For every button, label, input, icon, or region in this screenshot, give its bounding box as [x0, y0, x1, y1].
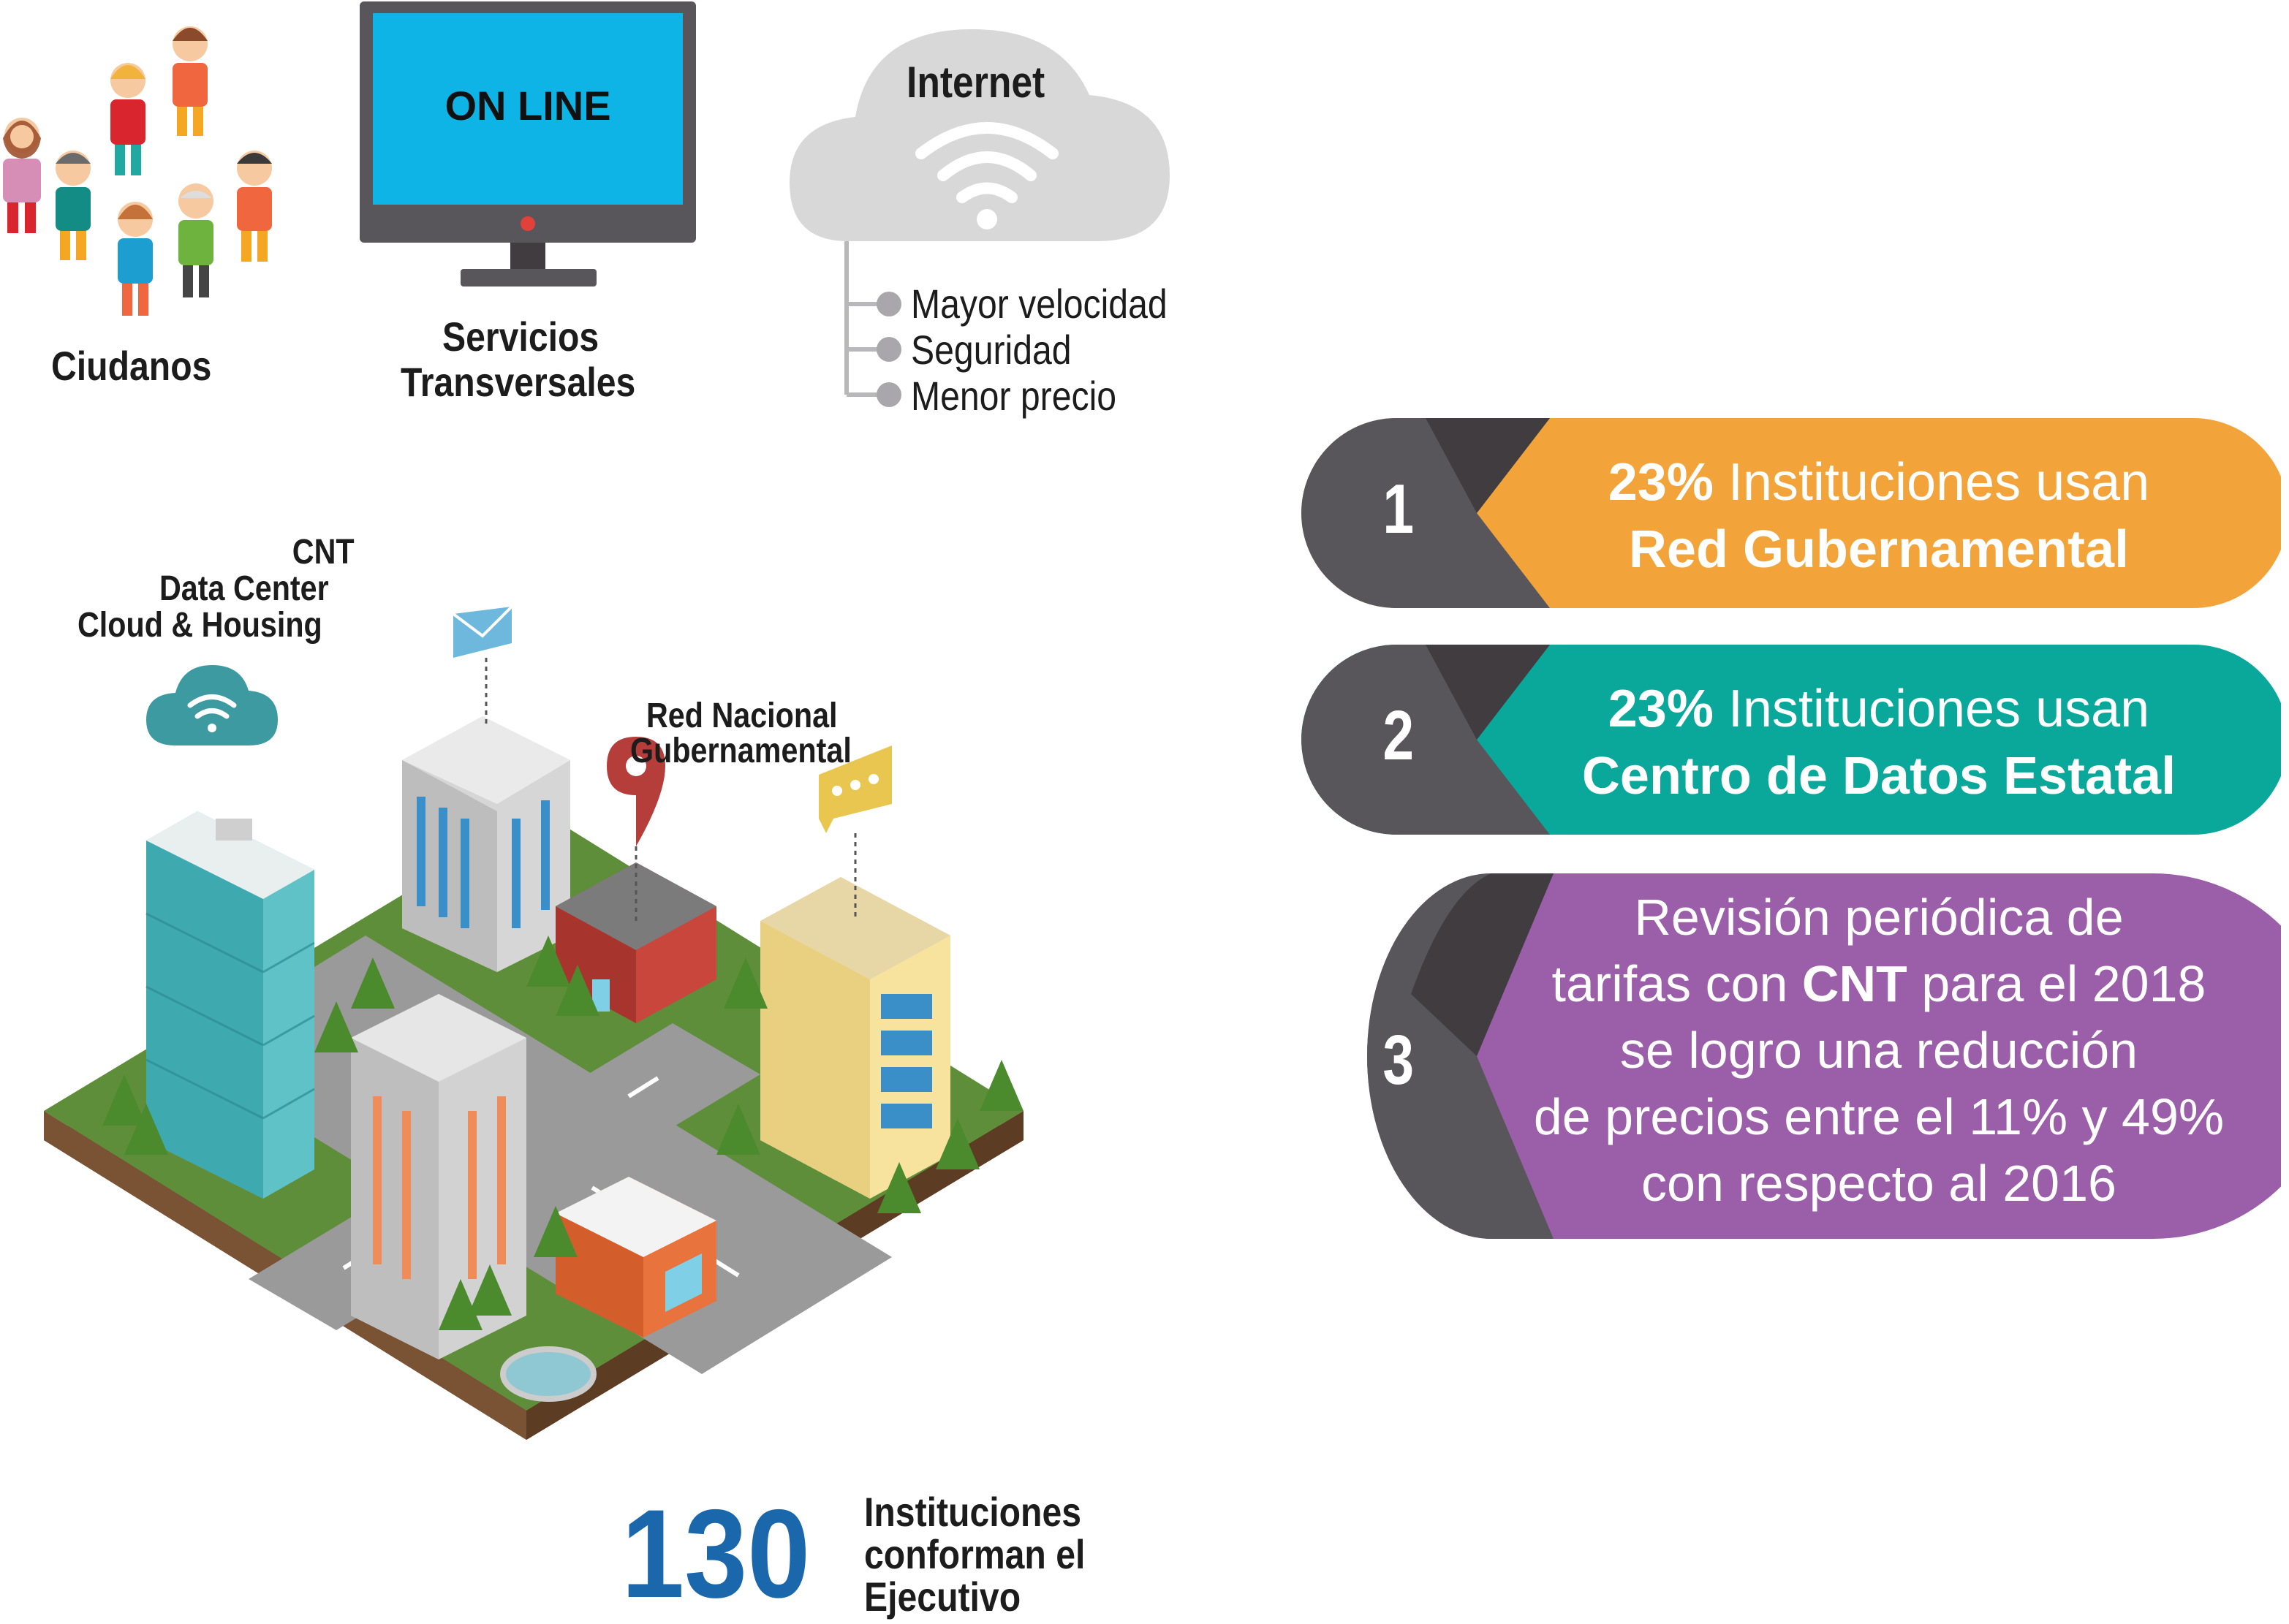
- stat-2-bold-line: Centro de Datos Estatal: [1581, 747, 2176, 805]
- internet-feature-speed: Mayor velocidad: [911, 281, 1168, 327]
- stat-pill-3: [1367, 873, 2281, 1239]
- institutions-caption-line3: Ejecutivo: [864, 1574, 1021, 1620]
- stat-1-percent: 23%: [1608, 453, 1714, 512]
- stat-1-text: 23% Instituciones usan Red Gubernamental: [1535, 449, 2222, 583]
- stat-1-label: Instituciones usan: [1728, 453, 2150, 512]
- person-figure: [110, 63, 145, 175]
- chat-bubble-icon: [819, 745, 892, 921]
- network-label-line1: Red Nacional: [646, 697, 838, 735]
- orange-house: [556, 1177, 716, 1337]
- person-figure: [237, 151, 272, 262]
- stat-3-line2a: tarifas con: [1551, 955, 1788, 1012]
- person-figure: [56, 151, 91, 260]
- stat-3-text: Revisión periódica de tarifas con CNT pa…: [1521, 884, 2237, 1217]
- yellow-building: [760, 877, 950, 1199]
- stat-number-2: 2: [1382, 697, 1415, 775]
- stats-pills-graphic: [1301, 418, 2281, 1239]
- person-figure: [178, 183, 213, 297]
- person-figure: [118, 202, 153, 316]
- services-label-line2: Transversales: [401, 359, 636, 405]
- internet-cloud-icon: [790, 29, 1170, 407]
- datacenter-label-line2: Data Center: [159, 569, 329, 608]
- person-figure: [173, 26, 208, 136]
- monitor-icon: [360, 1, 696, 287]
- mail-icon: [452, 605, 513, 724]
- datacenter-building: [145, 753, 315, 1199]
- stat-2-label: Instituciones usan: [1728, 680, 2150, 738]
- internet-feature-price: Menor precio: [911, 373, 1117, 419]
- citizens-label: Ciudanos: [51, 343, 212, 389]
- datacenter-label-line1: CNT: [292, 533, 355, 572]
- stat-number-3: 3: [1382, 1021, 1415, 1099]
- institutions-count: 130: [621, 1484, 811, 1624]
- stat-3-line3: se logro una reducción: [1619, 1022, 2138, 1079]
- location-pin-icon: [607, 737, 665, 921]
- monitor-screen-text: ON LINE: [444, 83, 611, 129]
- cloud-wifi-icon: [146, 665, 278, 745]
- stat-number-1: 1: [1382, 470, 1415, 548]
- network-label-line2: Gubernamental: [630, 732, 852, 770]
- stat-3-line4: de precios entre el 11% y 49%: [1533, 1088, 2225, 1145]
- stat-3-line2c: para el 2018: [1921, 955, 2206, 1012]
- stat-pill-2: [1301, 645, 2281, 835]
- wifi-icon: [915, 122, 1059, 203]
- stat-1-bold-line: Red Gubernamental: [1628, 520, 2130, 579]
- stat-pill-1: [1301, 418, 2281, 608]
- stat-3-line2b: CNT: [1801, 955, 1907, 1012]
- isometric-city-illustration: [44, 605, 1024, 1440]
- internet-title: Internet: [907, 58, 1045, 107]
- person-figure: [3, 118, 41, 233]
- shop-building: [556, 862, 716, 1023]
- citizens-illustration: [3, 26, 272, 316]
- office-building: [402, 716, 570, 972]
- government-building: [351, 994, 526, 1359]
- institutions-caption-line1: Instituciones: [864, 1489, 1082, 1535]
- stat-3-line5: con respecto al 2016: [1641, 1155, 2116, 1212]
- datacenter-label-line3: Cloud & Housing: [77, 606, 322, 645]
- institutions-caption-line2: conforman el: [864, 1531, 1086, 1577]
- internet-feature-security: Seguridad: [911, 327, 1072, 373]
- institutions-caption: Instituciones conforman el Ejecutivo: [864, 1491, 1085, 1618]
- stat-3-line1: Revisión periódica de: [1634, 889, 2124, 946]
- services-label-line1: Servicios: [442, 314, 599, 360]
- stat-2-text: 23% Instituciones usan Centro de Datos E…: [1535, 675, 2222, 810]
- stat-2-percent: 23%: [1608, 680, 1714, 738]
